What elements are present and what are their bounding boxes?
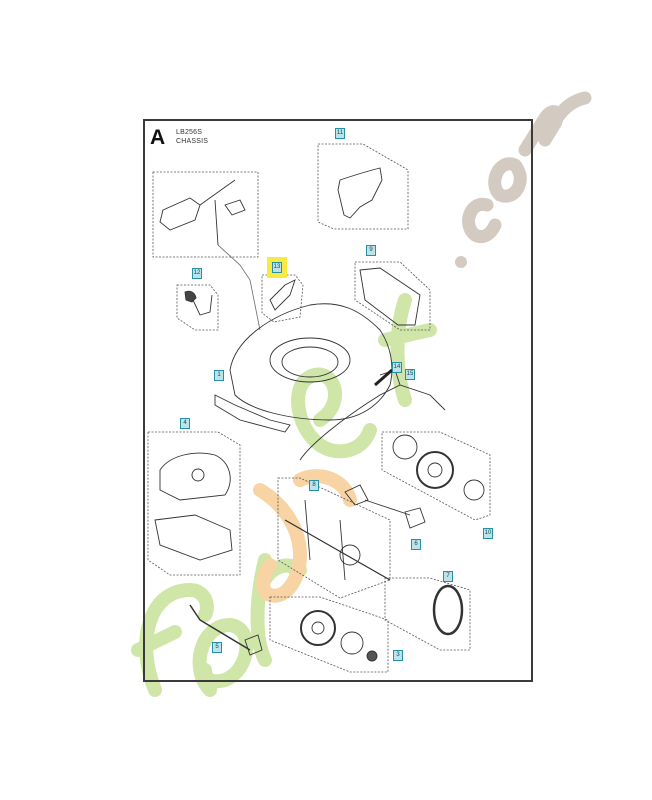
group-box-7 <box>384 577 471 651</box>
part-hubcap <box>392 434 418 460</box>
part-discharge-plate <box>359 267 421 326</box>
group-box-13 <box>261 274 304 323</box>
callout-10[interactable]: 10 <box>483 528 493 539</box>
callout-1[interactable]: 1 <box>214 370 224 381</box>
part-deck <box>229 303 393 421</box>
part-rear-wheel <box>416 451 454 489</box>
part-front-wheel <box>300 610 336 646</box>
model-name: CHASSIS <box>176 138 209 145</box>
group-box-4 <box>147 431 241 576</box>
callout-6[interactable]: 6 <box>411 539 421 550</box>
model-code: LB256S <box>176 129 203 136</box>
callout-12[interactable]: 12 <box>192 268 202 279</box>
part-throttle-lever <box>159 197 201 231</box>
group-box-8 <box>277 477 391 599</box>
group-box-10 <box>381 431 491 521</box>
part-front-cover <box>159 452 231 501</box>
group-box-12 <box>176 284 219 331</box>
group-box-11 <box>317 143 409 230</box>
part-front-chassis <box>154 514 233 561</box>
callout-9[interactable]: 9 <box>366 245 376 256</box>
callout-3[interactable]: 3 <box>393 650 403 661</box>
group-box-9 <box>354 261 431 331</box>
callout-5[interactable]: 5 <box>212 642 222 653</box>
part-front-axle <box>189 604 251 651</box>
diagram-frame <box>143 119 533 682</box>
group-box-throttle <box>152 171 259 258</box>
callout-14[interactable]: 14 <box>392 362 402 373</box>
callout-4[interactable]: 4 <box>180 418 190 429</box>
part-hinge-bracket <box>269 279 296 311</box>
callout-13-highlighted[interactable]: 13 <box>272 262 282 273</box>
callout-8[interactable]: 8 <box>309 480 319 491</box>
callout-15[interactable]: 15 <box>405 369 415 380</box>
section-letter: A <box>150 126 166 149</box>
part-tire <box>432 584 464 636</box>
part-rear-flap <box>337 167 383 219</box>
group-box-3 <box>269 596 389 673</box>
callout-11[interactable]: 11 <box>335 128 345 139</box>
callout-7[interactable]: 7 <box>443 571 453 582</box>
